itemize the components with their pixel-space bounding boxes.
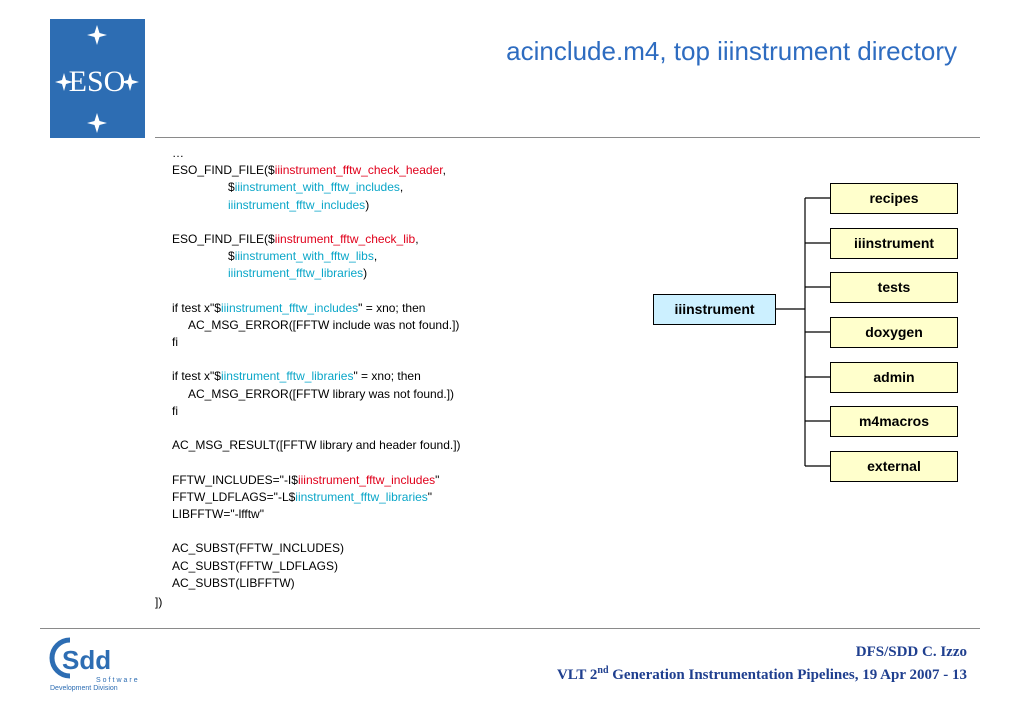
code-line: AC_MSG_ERROR([FFTW library was not found… — [188, 386, 455, 401]
tree-node-admin: admin — [830, 362, 958, 393]
code-line: … — [172, 146, 184, 160]
code-line: fi — [172, 335, 178, 350]
code-line: AC_SUBST(LIBFFTW) — [172, 575, 295, 590]
code-text: , — [415, 231, 419, 246]
code-line: ESO_FIND_FILE($iiinstrument_fftw_check_h… — [172, 162, 461, 179]
code-text: ) — [365, 197, 370, 212]
tree-root-node: iiinstrument — [653, 294, 776, 325]
code-line: FFTW_INCLUDES="-I$iiinstrument_fftw_incl… — [172, 472, 461, 489]
code-text: , — [373, 249, 378, 264]
tree-node-iiinstrument: iiinstrument — [830, 228, 958, 259]
code-identifier: iiinstrument_fftw_includes — [228, 197, 366, 212]
sdd-logo-division: Development Division — [50, 685, 118, 692]
sdd-logo-software: Software — [96, 677, 140, 684]
code-identifier: iiinstrument_with_fftw_libs — [234, 249, 374, 264]
code-identifier: iinstrument_fftw_libraries — [295, 489, 428, 504]
code-text: if test x"$ — [172, 300, 221, 315]
sdd-logo: Sdd Software Development Division — [48, 636, 140, 692]
code-identifier: iinstrument_fftw_check_lib — [274, 231, 416, 246]
tree-node-tests: tests — [830, 272, 958, 303]
code-line: ESO_FIND_FILE($iinstrument_fftw_check_li… — [172, 231, 461, 248]
header-divider — [155, 137, 980, 138]
code-text: " = xno; then — [353, 369, 421, 384]
code-text: if test x"$ — [172, 369, 221, 384]
code-closing: ]) — [155, 595, 163, 609]
code-text: " — [435, 472, 440, 487]
footer-divider — [40, 628, 980, 629]
footer-event-pre: VLT 2 — [556, 667, 598, 683]
tree-node-doxygen: doxygen — [830, 317, 958, 348]
code-line: AC_MSG_RESULT([FFTW library and header f… — [172, 438, 461, 453]
code-line: $iiinstrument_with_fftw_includes, — [172, 179, 461, 196]
code-identifier: iinstrument_fftw_libraries — [220, 369, 354, 384]
code-block: … ESO_FIND_FILE($iiinstrument_fftw_check… — [172, 145, 461, 592]
code-line: LIBFFTW="-lfftw" — [172, 506, 264, 521]
code-line: AC_SUBST(FFTW_LDFLAGS) — [172, 558, 339, 573]
page-title: acinclude.m4, top iiinstrument directory — [506, 36, 957, 66]
code-text: , — [399, 180, 404, 195]
code-line: if test x"$iinstrument_fftw_libraries" =… — [172, 368, 461, 385]
code-identifier: iiinstrument_fftw_includes — [297, 472, 436, 487]
code-text: " — [427, 489, 433, 504]
code-text: ) — [363, 266, 368, 281]
tree-node-recipes: recipes — [830, 183, 958, 214]
code-text: $ — [228, 249, 235, 264]
code-identifier: iiinstrument_fftw_libraries — [228, 266, 364, 281]
code-line: iiinstrument_fftw_includes) — [172, 197, 461, 214]
eso-logo-graphic: ESO — [50, 19, 145, 138]
code-line: FFTW_LDFLAGS="-L$iinstrument_fftw_librar… — [172, 489, 461, 506]
sdd-logo-text: Sdd — [62, 645, 111, 675]
footer-event-sup: nd — [597, 665, 609, 676]
code-line: if test x"$iiinstrument_fftw_includes" =… — [172, 300, 461, 317]
code-identifier: iiinstrument_with_fftw_includes — [234, 180, 400, 195]
sdd-logo-graphic: Sdd Software Development Division — [49, 637, 140, 692]
tree-node-m4macros: m4macros — [830, 406, 958, 437]
footer-event-post: Generation Instrumentation Pipelines, 19… — [608, 667, 967, 683]
code-line: iiinstrument_fftw_libraries) — [172, 265, 461, 282]
code-text: , — [442, 163, 446, 178]
code-text: ESO_FIND_FILE($ — [172, 163, 275, 178]
code-identifier: iiinstrument_fftw_includes — [220, 300, 359, 315]
eso-logo-text: ESO — [69, 65, 126, 98]
code-text: " = xno; then — [358, 300, 426, 315]
code-text: ESO_FIND_FILE($ — [172, 231, 275, 246]
footer-event: VLT 2nd Generation Instrumentation Pipel… — [557, 665, 967, 684]
code-identifier: iiinstrument_fftw_check_header — [274, 163, 443, 178]
code-text: $ — [228, 180, 235, 195]
code-text: FFTW_LDFLAGS="-L$ — [172, 489, 296, 504]
tree-node-external: external — [830, 451, 958, 482]
code-line: $iiinstrument_with_fftw_libs, — [172, 248, 461, 265]
code-text: FFTW_INCLUDES="-I$ — [172, 472, 298, 487]
footer-author: DFS/SDD C. Izzo — [855, 644, 967, 660]
code-line: fi — [172, 403, 178, 418]
eso-logo: ESO — [50, 19, 145, 138]
code-line: AC_SUBST(FFTW_INCLUDES) — [172, 541, 345, 556]
code-line: AC_MSG_ERROR([FFTW include was not found… — [188, 317, 460, 332]
